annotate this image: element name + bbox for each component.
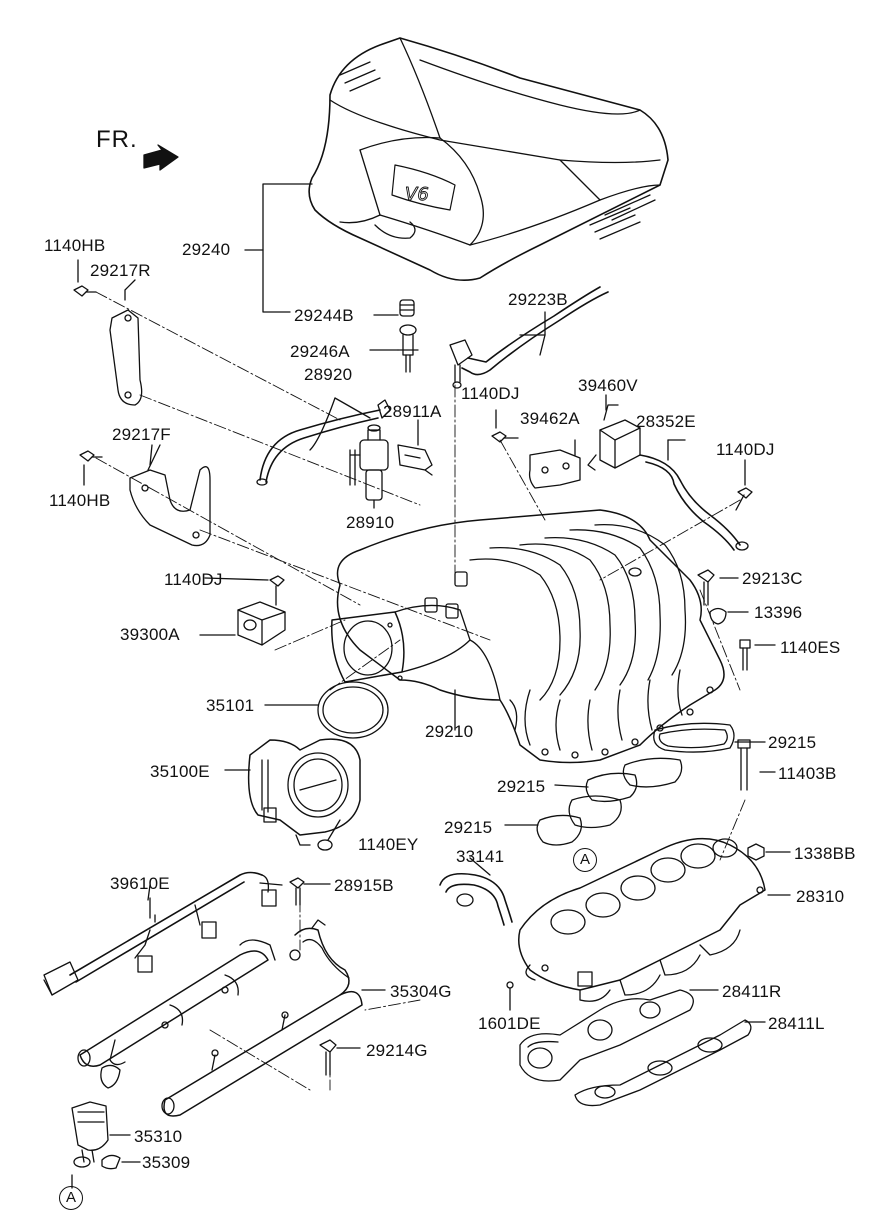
label-29240: 29240 — [182, 240, 231, 259]
label-1140EY: 1140EY — [358, 835, 419, 854]
label-29223B: 29223B — [508, 290, 568, 309]
alignment-lines — [95, 291, 746, 1091]
intake-manifold — [331, 509, 725, 764]
view-marker-a-bottom: A — [59, 1186, 83, 1210]
label-28911A: 28911A — [383, 402, 442, 421]
label-29244B: 29244B — [294, 306, 354, 325]
label-29215-c: 29215 — [444, 818, 493, 837]
label-1140ES: 1140ES — [780, 638, 841, 657]
label-29246A: 29246A — [290, 342, 350, 361]
label-13396: 13396 — [754, 603, 803, 622]
leader-29240 — [262, 183, 313, 313]
label-39610E: 39610E — [110, 874, 170, 893]
label-29217R: 29217R — [90, 261, 151, 280]
label-39462A: 39462A — [520, 409, 580, 428]
label-35304G: 35304G — [390, 982, 452, 1001]
label-28411L: 28411L — [768, 1014, 825, 1033]
label-35100E: 35100E — [150, 762, 210, 781]
label-33141: 33141 — [456, 847, 505, 866]
label-39300A: 39300A — [120, 625, 180, 644]
label-1140DJ-mid: 1140DJ — [461, 384, 520, 403]
label-35309: 35309 — [142, 1153, 191, 1172]
engine-cover: V6 — [308, 37, 669, 281]
label-29214G: 29214G — [366, 1041, 428, 1060]
front-arrow-icon — [143, 144, 179, 171]
label-35101: 35101 — [206, 696, 255, 715]
label-28915B: 28915B — [334, 876, 394, 895]
label-29215-b: 29215 — [497, 777, 546, 796]
view-marker-a-top: A — [573, 848, 597, 872]
label-39460V: 39460V — [578, 376, 638, 395]
label-29215-a: 29215 — [768, 733, 817, 752]
label-11403B: 11403B — [778, 764, 837, 783]
label-1601DE: 1601DE — [478, 1014, 541, 1033]
label-1140DJ-right: 1140DJ — [716, 440, 775, 459]
front-direction-label: FR. — [96, 126, 138, 153]
label-28920: 28920 — [304, 365, 353, 384]
label-1140HB-bottom: 1140HB — [49, 491, 111, 510]
label-28411R: 28411R — [722, 982, 782, 1001]
v6-badge: V6 — [405, 184, 429, 205]
port-gaskets — [536, 722, 735, 846]
lower-manifold — [518, 837, 766, 1002]
label-29217F: 29217F — [112, 425, 171, 444]
label-29213C: 29213C — [742, 569, 803, 588]
label-29210: 29210 — [425, 722, 474, 741]
label-1140DJ-left: 1140DJ — [164, 570, 223, 589]
label-28352E: 28352E — [636, 412, 696, 431]
label-35310: 35310 — [134, 1127, 183, 1146]
label-28310: 28310 — [796, 887, 845, 906]
label-1338BB: 1338BB — [794, 844, 856, 863]
label-1140HB-top: 1140HB — [44, 236, 106, 255]
label-28910: 28910 — [346, 513, 395, 532]
